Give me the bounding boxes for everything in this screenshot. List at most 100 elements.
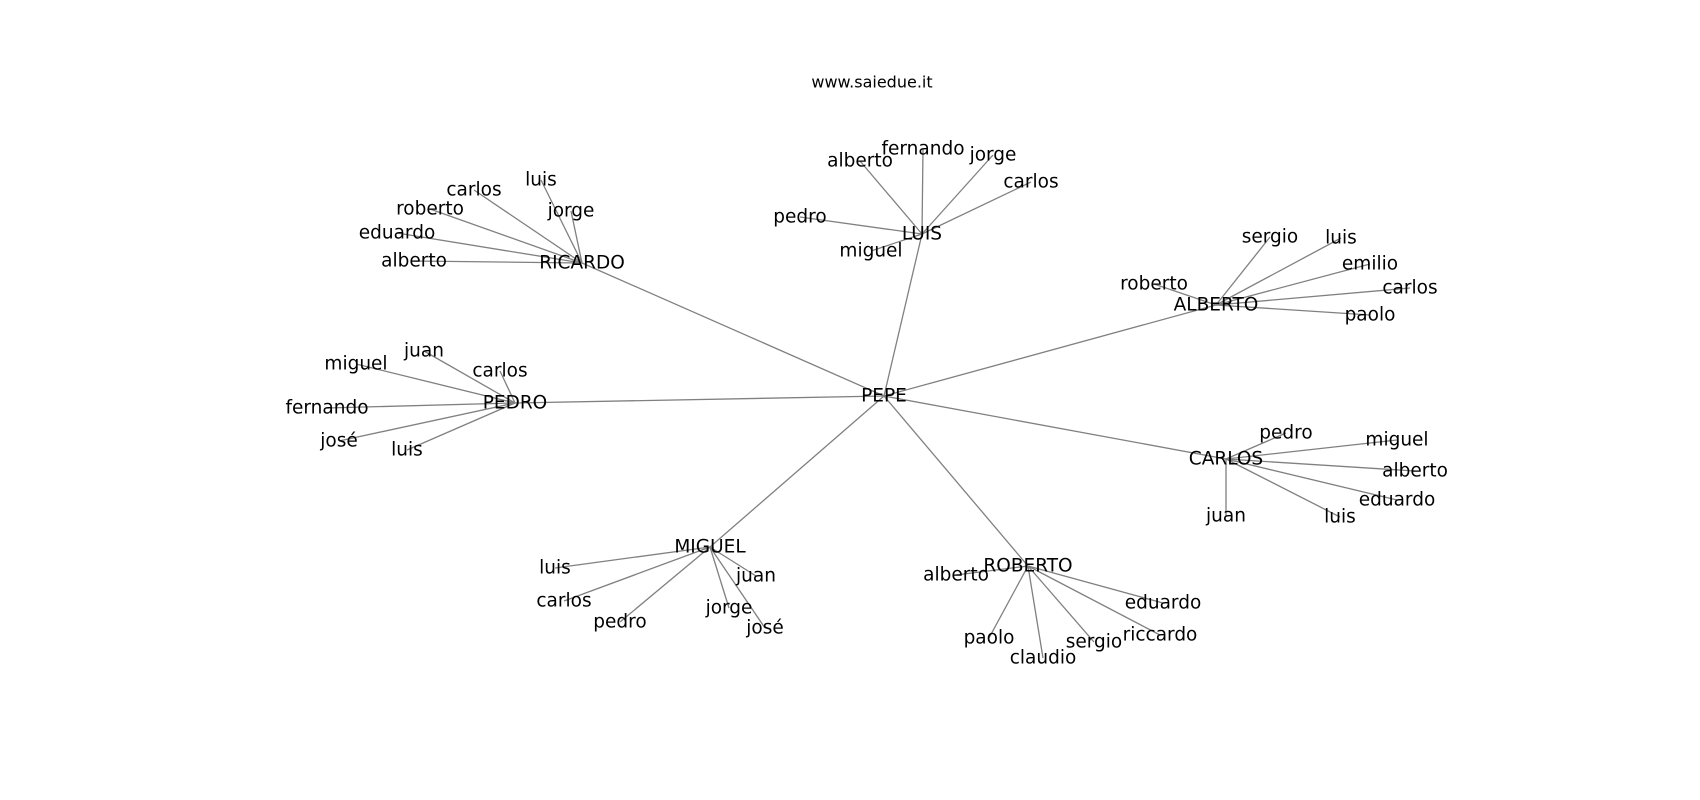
leaf-node-label: jorge bbox=[969, 145, 1017, 166]
edge-alberto-4 bbox=[1215, 287, 1411, 306]
leaf-node-label: sergio bbox=[1242, 227, 1299, 248]
leaf-node-label: alberto bbox=[923, 565, 989, 586]
edge-pedro-0 bbox=[423, 350, 516, 404]
edge-roberto-3 bbox=[1027, 565, 1095, 643]
edge-alberto-2 bbox=[1215, 263, 1371, 306]
leaf-node-label: eduardo bbox=[359, 223, 436, 244]
edge-alberto-5 bbox=[1215, 304, 1371, 316]
edge-miguel-5 bbox=[709, 546, 766, 629]
hub-node-label-pedro: PEDRO bbox=[483, 393, 548, 414]
leaf-node-label: juan bbox=[735, 566, 776, 587]
edge-alberto-1 bbox=[1215, 237, 1342, 306]
hub-node-label-carlos: CARLOS bbox=[1189, 449, 1263, 470]
leaf-node-label: carlos bbox=[536, 591, 591, 612]
leaf-node-label: eduardo bbox=[1359, 490, 1436, 511]
edge-roberto-1 bbox=[1027, 565, 1164, 604]
leaf-node-label: pedro bbox=[1259, 423, 1312, 444]
leaf-node-label: juan bbox=[1205, 506, 1246, 527]
edge-pedro-2 bbox=[499, 370, 516, 404]
leaf-node-label: jorge bbox=[705, 598, 753, 619]
edge-pedro-1 bbox=[355, 363, 516, 404]
labels-layer: PEPE RICARDO luis carlos jorge roberto eduardo… bbox=[285, 139, 1447, 669]
edge-root-to-alberto bbox=[883, 304, 1217, 397]
edge-luis-0 bbox=[921, 148, 924, 235]
edge-pedro-3 bbox=[326, 402, 516, 409]
edge-carlos-5 bbox=[1225, 458, 1341, 518]
edge-root-to-miguel bbox=[709, 395, 885, 548]
edge-luis-5 bbox=[870, 233, 923, 252]
leaf-node-label: alberto bbox=[1382, 461, 1448, 482]
site-title: www.saiedue.it bbox=[811, 73, 932, 92]
edge-ricardo-0 bbox=[540, 179, 583, 264]
edge-miguel-1 bbox=[709, 546, 757, 577]
edge-luis-1 bbox=[859, 160, 923, 235]
leaf-node-label: carlos bbox=[472, 361, 527, 382]
edge-alberto-3 bbox=[1153, 283, 1217, 306]
edge-root-to-roberto bbox=[883, 395, 1029, 567]
edge-carlos-1 bbox=[1225, 439, 1398, 460]
leaf-node-label: emilio bbox=[1342, 254, 1398, 275]
leaf-node-label: miguel bbox=[1365, 430, 1428, 451]
edge-carlos-0 bbox=[1225, 432, 1287, 460]
leaf-node-label: riccardo bbox=[1123, 625, 1198, 646]
leaf-node-label: paolo bbox=[1345, 305, 1396, 326]
edge-root-to-ricardo bbox=[581, 262, 885, 397]
edge-roberto-0 bbox=[955, 565, 1029, 576]
edge-roberto-2 bbox=[1027, 565, 1161, 636]
edge-miguel-3 bbox=[709, 546, 730, 609]
leaf-node-label: fernando bbox=[285, 398, 368, 419]
leaf-node-label: luis bbox=[539, 558, 571, 579]
edge-alberto-0 bbox=[1215, 236, 1271, 306]
leaf-node-label: miguel bbox=[839, 241, 902, 262]
leaf-node-label: luis bbox=[391, 440, 423, 461]
edge-ricardo-1 bbox=[473, 189, 583, 264]
leaf-node-label: josé bbox=[319, 431, 357, 452]
leaf-node-label: luis bbox=[525, 170, 557, 191]
leaf-node-label: sergio bbox=[1066, 632, 1123, 653]
leaf-node-label: josé bbox=[745, 618, 783, 639]
edge-miguel-2 bbox=[563, 546, 711, 602]
edge-luis-4 bbox=[799, 216, 923, 235]
leaf-node-label: alberto bbox=[827, 151, 893, 172]
leaf-node-label: fernando bbox=[881, 139, 964, 160]
edges-layer bbox=[326, 148, 1416, 659]
leaf-node-label: miguel bbox=[324, 354, 387, 375]
leaf-node-label: roberto bbox=[1120, 274, 1188, 295]
hub-node-label-miguel: MIGUEL bbox=[674, 537, 746, 558]
edge-miguel-4 bbox=[619, 546, 711, 623]
hub-node-label-alberto: ALBERTO bbox=[1174, 295, 1259, 316]
root-node-label: PEPE bbox=[861, 386, 907, 407]
edge-miguel-0 bbox=[554, 546, 711, 569]
hub-node-label-ricardo: RICARDO bbox=[539, 253, 625, 274]
edge-root-to-carlos bbox=[883, 395, 1227, 460]
leaf-node-label: eduardo bbox=[1125, 593, 1202, 614]
edge-luis-3 bbox=[921, 181, 1032, 235]
edge-roberto-4 bbox=[988, 565, 1029, 639]
hub-node-label-luis: LUIS bbox=[902, 224, 942, 245]
leaf-node-label: claudio bbox=[1010, 648, 1077, 669]
leaf-node-label: carlos bbox=[446, 180, 501, 201]
leaf-node-label: juan bbox=[403, 341, 444, 362]
edge-root-to-pedro bbox=[514, 395, 885, 404]
leaf-node-label: carlos bbox=[1382, 278, 1437, 299]
leaf-node-label: paolo bbox=[964, 628, 1015, 649]
leaf-node-label: alberto bbox=[381, 251, 447, 272]
edge-ricardo-5 bbox=[413, 260, 583, 264]
edge-luis-2 bbox=[921, 154, 994, 235]
leaf-node-label: roberto bbox=[396, 199, 464, 220]
leaf-node-label: pedro bbox=[593, 612, 646, 633]
edge-carlos-2 bbox=[1225, 458, 1416, 472]
hub-node-label-roberto: ROBERTO bbox=[983, 556, 1072, 577]
leaf-node-label: jorge bbox=[547, 201, 595, 222]
leaf-node-label: carlos bbox=[1003, 172, 1058, 193]
leaf-node-label: pedro bbox=[773, 207, 826, 228]
leaf-node-label: luis bbox=[1325, 228, 1357, 249]
edge-ricardo-4 bbox=[396, 232, 583, 264]
edge-roberto-5 bbox=[1027, 565, 1044, 659]
edge-pedro-4 bbox=[338, 402, 516, 442]
edge-pedro-5 bbox=[406, 402, 516, 451]
edge-root-to-luis bbox=[883, 233, 923, 397]
edge-ricardo-3 bbox=[429, 208, 583, 264]
edge-carlos-3 bbox=[1225, 458, 1398, 501]
